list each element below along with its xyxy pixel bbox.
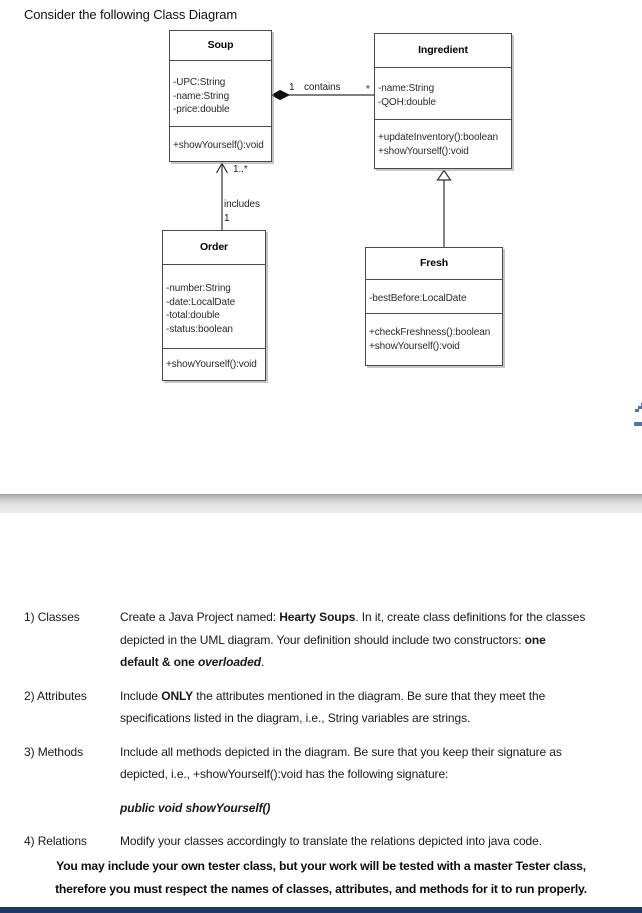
text-line: depicted in the UML diagram. Your defini… — [120, 632, 546, 647]
footer-line: therefore you must respect the names of … — [55, 881, 587, 896]
class-title: Soup — [170, 31, 271, 61]
section-2: 2) Attributes Include ONLY the attributes… — [24, 685, 642, 730]
text-line: depicted, i.e., +showYourself():void has… — [120, 767, 449, 781]
page-edge-artifact-icon — [635, 409, 639, 412]
uml-attribute: -status:boolean — [166, 323, 233, 335]
paragraph: Include ONLY the attributes mentioned in… — [120, 685, 642, 730]
multiplicity-label: 1 — [289, 82, 295, 93]
uml-method: +showYourself():void — [166, 359, 257, 370]
methods-compartment: +showYourself():void — [163, 349, 265, 372]
page-edge-artifact-icon — [634, 422, 642, 426]
paragraph: public void showYourself() — [120, 797, 642, 820]
uml-connectors — [215, 89, 452, 247]
class-title: Order — [163, 231, 265, 265]
section-label: 2) Attributes — [24, 688, 87, 703]
instruction-sections: 1) Classes Create a Java Project named: H… — [24, 606, 642, 864]
text-line: Create a Java Project named: Hearty Soup… — [120, 610, 586, 624]
paragraph: Create a Java Project named: Hearty Soup… — [120, 606, 642, 674]
uml-method: +checkFreshness():boolean — [369, 327, 491, 338]
section-body: Create a Java Project named: Hearty Soup… — [120, 606, 642, 674]
bottom-accent-bar — [0, 907, 642, 913]
class-box-ingredient: Ingredient -name:String -QOH:double +upd… — [374, 33, 512, 169]
multiplicity-label: 1 — [224, 213, 230, 224]
uml-attribute: -date:LocalDate — [166, 296, 236, 308]
uml-attribute: -UPC:String — [173, 77, 226, 88]
uml-method: +showYourself():void — [369, 340, 460, 352]
uml-method: +updateInventory():boolean — [378, 132, 498, 143]
uml-method: +showYourself():void — [378, 145, 469, 157]
generalization-triangle-icon — [436, 169, 452, 181]
section-label: 1) Classes — [24, 610, 80, 624]
attributes-compartment: -bestBefore:LocalDate — [366, 280, 502, 314]
class-title: Fresh — [366, 248, 502, 280]
section-body: Include ONLY the attributes mentioned in… — [120, 685, 642, 730]
section-3: 3) Methods Include all methods depicted i… — [24, 741, 642, 820]
uml-attribute: -name:String — [173, 90, 230, 102]
methods-compartment: +checkFreshness():boolean +showYourself(… — [366, 314, 502, 353]
multiplicity-label: 1..* — [233, 164, 248, 175]
page-break-divider — [0, 494, 642, 513]
composition-diamond-icon — [270, 89, 291, 101]
attributes-compartment: -UPC:String -name:String -price:double — [170, 61, 271, 127]
paragraph: Modify your classes accordingly to trans… — [120, 830, 642, 853]
uml-attribute: -QOH:double — [378, 96, 436, 108]
class-box-order: Order -number:String -date:LocalDate -to… — [162, 230, 266, 381]
section-label: 4) Relations — [24, 834, 87, 848]
section-body: Include all methods depicted in the diag… — [120, 741, 642, 820]
text-line: default & one overloaded. — [120, 655, 265, 669]
page-edge-artifact-icon — [638, 406, 642, 409]
association-label-contains: contains — [304, 82, 341, 93]
uml-attribute: -number:String — [166, 283, 231, 294]
text-line: Modify your classes accordingly to trans… — [120, 834, 542, 848]
uml-attribute: -name:String — [378, 83, 435, 94]
uml-method: +showYourself():void — [173, 140, 264, 151]
multiplicity-label: * — [366, 84, 370, 95]
uml-attribute: -bestBefore:LocalDate — [369, 293, 467, 304]
section-body: Modify your classes accordingly to trans… — [120, 830, 642, 853]
class-title: Ingredient — [375, 34, 511, 68]
class-box-fresh: Fresh -bestBefore:LocalDate +checkFreshn… — [365, 247, 503, 366]
text-line: Include ONLY the attributes mentioned in… — [120, 688, 546, 703]
attributes-compartment: -number:String -date:LocalDate -total:do… — [163, 265, 265, 349]
methods-compartment: +updateInventory():boolean +showYourself… — [375, 120, 511, 158]
text-line: public void showYourself() — [120, 800, 271, 815]
attributes-compartment: -name:String -QOH:double — [375, 68, 511, 120]
uml-class-diagram: Soup -UPC:String -name:String -price:dou… — [0, 0, 642, 400]
paragraph: Include all methods depicted in the diag… — [120, 741, 642, 786]
footer-line: You may include your own tester class, b… — [56, 859, 586, 873]
class-box-soup: Soup -UPC:String -name:String -price:dou… — [169, 30, 272, 162]
section-4: 4) Relations Modify your classes accordin… — [24, 830, 642, 853]
methods-compartment: +showYourself():void — [170, 127, 271, 153]
footer-warning: You may include your own tester class, b… — [0, 855, 642, 900]
section-label: 3) Methods — [24, 744, 84, 759]
open-arrowhead-icon — [215, 162, 229, 174]
page-title: Consider the following Class Diagram — [24, 7, 238, 22]
text-line: Include all methods depicted in the diag… — [120, 744, 562, 759]
uml-attribute: -price:double — [173, 104, 230, 115]
uml-attribute: -total:double — [166, 310, 220, 321]
association-label-includes: includes — [224, 199, 260, 210]
section-1: 1) Classes Create a Java Project named: H… — [24, 606, 642, 674]
text-line: specifications listed in the diagram, i.… — [120, 711, 471, 725]
